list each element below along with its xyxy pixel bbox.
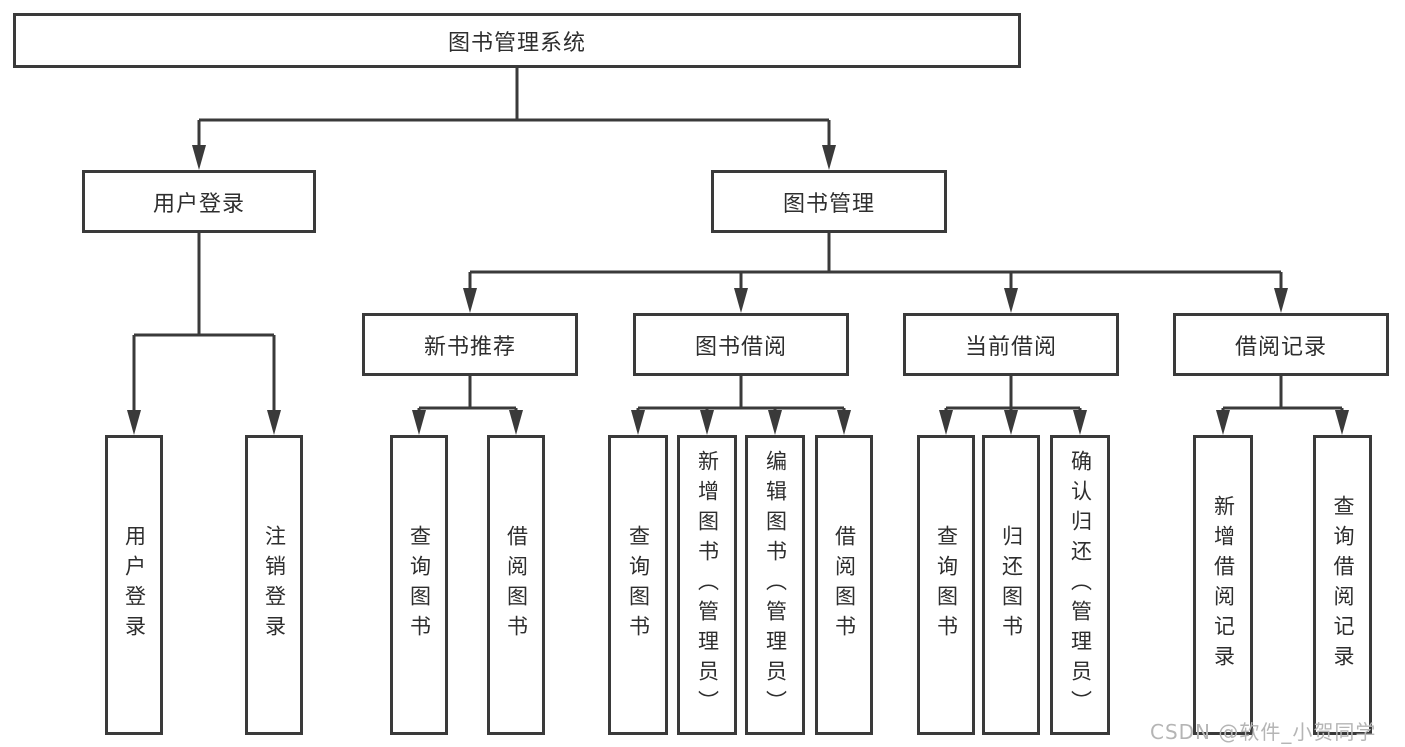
node-leaf-borrow-book-recommend: 借阅图书: [487, 435, 545, 735]
node-label: 借阅图书: [832, 525, 857, 645]
node-label: 注销登录: [262, 525, 287, 645]
csdn-watermark: CSDN @软件_小贺同学: [1150, 720, 1377, 744]
node-label: 借阅记录: [1234, 334, 1327, 360]
node-leaf-add-borrow-record: 新增借阅记录: [1193, 435, 1253, 735]
node-label: 新书推荐: [423, 334, 516, 360]
node-label: 图书管理: [782, 191, 875, 217]
node-leaf-search-book-current: 查询图书: [917, 435, 975, 735]
node-label: 新增借阅记录: [1211, 495, 1236, 675]
node-leaf-edit-book-admin: 编辑图书（管理员）: [745, 435, 805, 735]
node-label: 查询借阅记录: [1331, 495, 1355, 675]
node-leaf-logout: 注销登录: [245, 435, 303, 735]
node-label: 编辑图书（管理员）: [763, 450, 788, 720]
node-root-system: 图书管理系统: [13, 13, 1021, 68]
node-leaf-search-book-borrow: 查询图书: [608, 435, 668, 735]
node-label: 查询图书: [626, 525, 651, 645]
node-leaf-search-borrow-record: 查询借阅记录: [1313, 435, 1372, 735]
node-label: 查询图书: [934, 525, 959, 645]
node-leaf-add-book-admin: 新增图书（管理员）: [677, 435, 737, 735]
node-leaf-search-book-recommend: 查询图书: [390, 435, 448, 735]
node-book-management: 图书管理: [711, 170, 947, 233]
node-label: 图书借阅: [694, 334, 787, 360]
node-label: 新增图书（管理员）: [695, 450, 720, 720]
node-book-borrow: 图书借阅: [633, 313, 849, 376]
node-new-book-recommend: 新书推荐: [362, 313, 578, 376]
node-label: 图书管理系统: [447, 30, 586, 56]
node-label: 用户登录: [122, 525, 147, 645]
arrowhead-icons: [127, 145, 1349, 435]
node-user-login: 用户登录: [82, 170, 316, 233]
node-leaf-borrow-book: 借阅图书: [815, 435, 873, 735]
node-leaf-user-login: 用户登录: [105, 435, 163, 735]
node-label: 借阅图书: [504, 525, 529, 645]
node-label: 确认归还（管理员）: [1068, 450, 1093, 720]
node-borrow-record: 借阅记录: [1173, 313, 1389, 376]
node-label: 归还图书: [999, 525, 1024, 645]
node-leaf-confirm-return-admin: 确认归还（管理员）: [1050, 435, 1110, 735]
node-label: 查询图书: [407, 525, 432, 645]
node-label: 用户登录: [152, 191, 245, 217]
node-leaf-return-book: 归还图书: [982, 435, 1040, 735]
node-current-borrow: 当前借阅: [903, 313, 1119, 376]
node-label: 当前借阅: [964, 334, 1057, 360]
